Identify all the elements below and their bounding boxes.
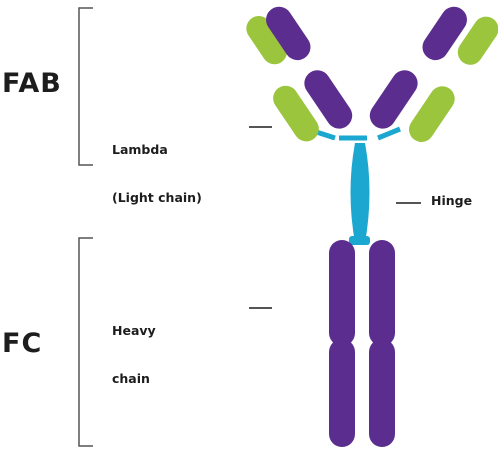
right-light-chain [457, 16, 498, 65]
fc-heavy-chain-left-upper [329, 240, 355, 346]
right-fab-arm [369, 6, 498, 142]
fab-label: FAB [2, 68, 62, 99]
right-heavy-chain [369, 70, 418, 129]
lambda-light-chain-label: Lambda (Light chain) [112, 110, 202, 238]
fc-heavy-chain-left-lower [329, 339, 355, 447]
heavy-label-line1: Heavy [112, 323, 156, 338]
fc-heavy-chain-right-lower [369, 339, 395, 447]
fab-bracket [78, 7, 93, 166]
fc-heavy-chain-right-upper [369, 240, 395, 346]
right-light-chain [409, 86, 455, 142]
left-light-chain [246, 16, 288, 65]
left-heavy-chain [304, 70, 353, 129]
hinge-label: Hinge [431, 193, 473, 208]
left-heavy-chain [266, 6, 311, 61]
fc-label: FC [2, 328, 43, 359]
heavy-label-line2: chain [112, 371, 150, 386]
lambda-label-line2: (Light chain) [112, 190, 202, 205]
fc-bracket [78, 237, 93, 447]
heavy-chain-label: Heavy chain [112, 291, 156, 419]
right-heavy-chain [422, 6, 467, 61]
lambda-label-line1: Lambda [112, 142, 168, 157]
fc-heavy-chains [329, 240, 395, 447]
left-light-chain [273, 85, 319, 142]
hinge-region [306, 126, 401, 245]
left-fab-arm [246, 6, 353, 142]
